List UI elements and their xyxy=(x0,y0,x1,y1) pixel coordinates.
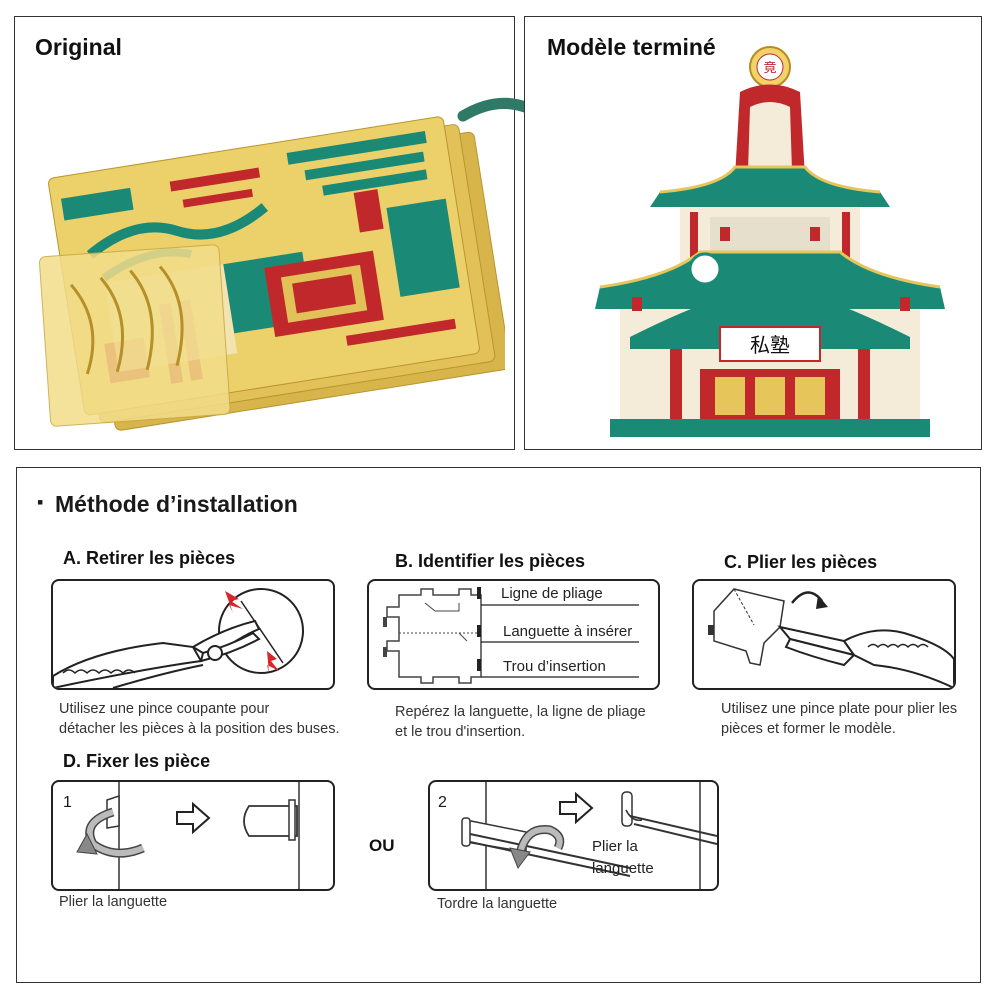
or-label: OU xyxy=(369,836,395,855)
step-d2-illustration: 2 Plier la languette xyxy=(428,780,719,891)
finished-model-image: 竟 私塾 xyxy=(595,46,945,437)
label-slot: Trou d’insertion xyxy=(503,658,606,675)
label-fold-line: Ligne de pliage xyxy=(501,585,603,602)
original-panel: Original xyxy=(14,16,515,450)
metal-sheets-image xyxy=(38,116,505,431)
step-b-illustration: Ligne de pliage Languette à insérer Trou… xyxy=(367,579,660,690)
step-c-caption: Utilisez une pince plate pour plier les … xyxy=(721,701,958,737)
part-diagram xyxy=(383,587,639,684)
step-c-illustration xyxy=(692,579,956,690)
step-d1-number: 1 xyxy=(63,794,72,811)
installation-method-panel: ▪ Méthode d’installation A. Retirer les … xyxy=(16,467,981,983)
method-title: Méthode d’installation xyxy=(55,491,298,517)
step-c-title: C. Plier les pièces xyxy=(724,552,878,572)
bend-tab-label: Plier la languette xyxy=(592,838,654,877)
main-sign: 私塾 xyxy=(750,333,790,357)
label-tab: Languette à insérer xyxy=(503,623,633,640)
step-a-illustration xyxy=(51,579,335,690)
twist-tab-diagram xyxy=(461,782,717,889)
finished-panel: Modèle terminé 竟 私塾 xyxy=(524,16,982,450)
step-a-title: A. Retirer les pièces xyxy=(63,548,236,568)
step-d-title: D. Fixer les pièce xyxy=(63,751,211,771)
section-bullet: ▪ xyxy=(37,492,44,512)
step-d2-number: 2 xyxy=(438,794,447,811)
original-title: Original xyxy=(35,34,122,60)
step-d1-illustration: 1 xyxy=(51,780,335,891)
step-b-caption: Repérez la languette, la ligne de pliage… xyxy=(395,704,646,740)
bend-tab-diagram xyxy=(76,782,300,889)
step-d2-caption: Tordre la languette xyxy=(437,896,558,912)
cutting-pliers-illustration xyxy=(53,588,304,688)
step-b-title: B. Identifier les pièces xyxy=(395,551,586,571)
top-emblem: 竟 xyxy=(763,61,776,76)
step-a-caption: Utilisez une pince coupante pour détache… xyxy=(59,701,340,737)
flat-pliers-illustration xyxy=(708,588,954,688)
finished-title: Modèle terminé xyxy=(547,34,716,60)
step-d1-caption: Plier la languette xyxy=(59,894,168,910)
